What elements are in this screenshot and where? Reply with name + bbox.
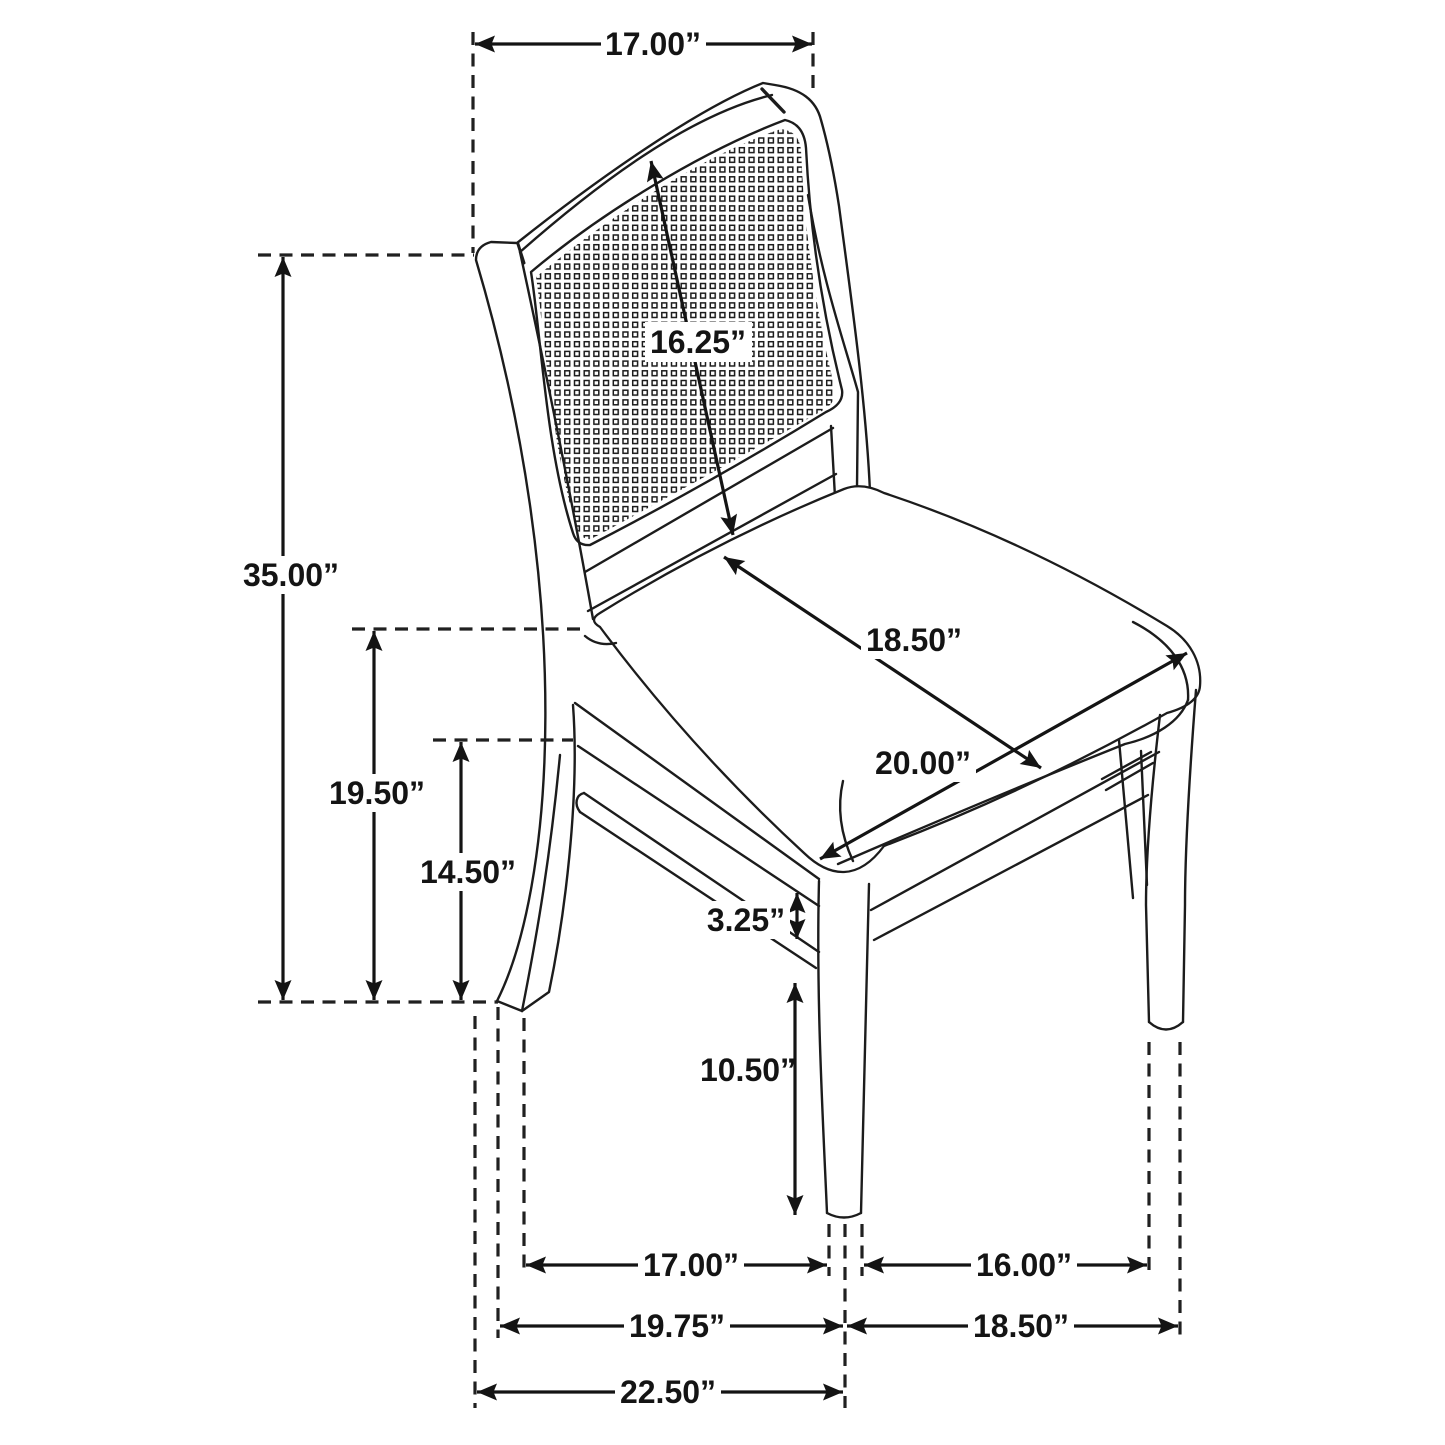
svg-text:3.25”: 3.25” (707, 902, 785, 938)
svg-text:22.50”: 22.50” (620, 1374, 716, 1410)
svg-text:35.00”: 35.00” (243, 557, 339, 593)
svg-text:18.50”: 18.50” (973, 1308, 1069, 1344)
svg-text:10.50”: 10.50” (700, 1052, 796, 1088)
svg-text:16.00”: 16.00” (976, 1247, 1072, 1283)
svg-text:16.25”: 16.25” (650, 324, 746, 360)
svg-text:19.75”: 19.75” (629, 1308, 725, 1344)
svg-text:17.00”: 17.00” (643, 1247, 739, 1283)
svg-text:18.50”: 18.50” (866, 622, 962, 658)
svg-text:20.00”: 20.00” (875, 745, 971, 781)
svg-text:19.50”: 19.50” (329, 775, 425, 811)
svg-text:17.00”: 17.00” (605, 26, 701, 62)
svg-text:14.50”: 14.50” (420, 854, 516, 890)
